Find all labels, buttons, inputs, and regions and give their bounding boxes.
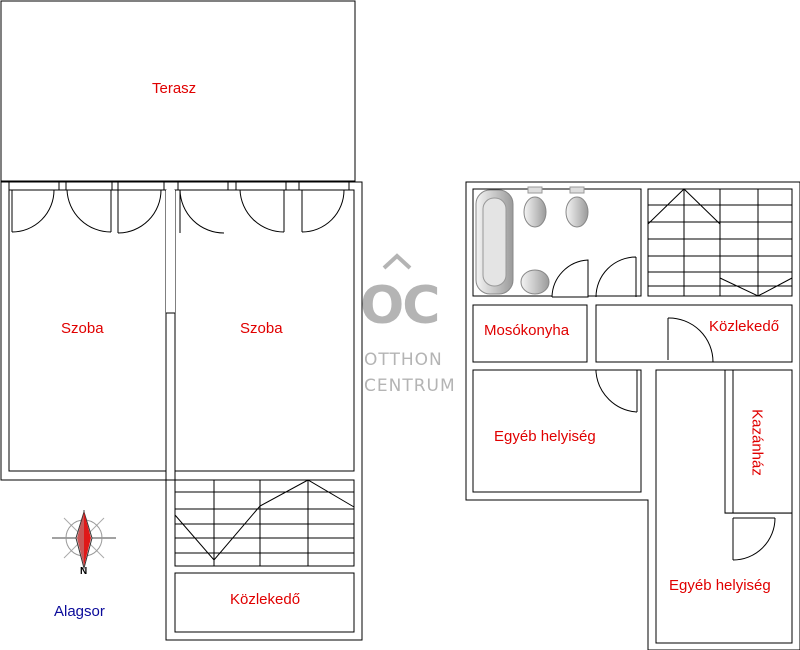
left-stairs [174, 479, 355, 566]
toilet-2 [565, 186, 589, 228]
label-terrace: Terasz [152, 80, 197, 97]
sink [520, 269, 550, 295]
label-room-right: Szoba [240, 320, 283, 337]
label-other-room-2: Egyéb helyiség [669, 577, 771, 594]
terrace-doors [8, 181, 350, 234]
watermark-line2: CENTRUM [364, 376, 456, 396]
watermark-logo: OC [360, 276, 440, 336]
partition-wall [165, 312, 176, 481]
partition-opening [166, 190, 175, 313]
right-stairs [647, 188, 793, 297]
label-corridor-left: Közlekedő [230, 591, 301, 608]
label-other-room-1: Egyéb helyiség [494, 428, 596, 445]
watermark-roof-icon [382, 253, 412, 270]
label-room-left: Szoba [61, 320, 104, 337]
right-block-walls [465, 181, 800, 650]
left-block-walls [0, 181, 363, 641]
floor-name: Alagsor [54, 603, 105, 620]
boiler-partition [724, 369, 734, 514]
compass-north-label: N [80, 566, 88, 577]
label-laundry: Mosókonyha [484, 322, 570, 339]
watermark-line1: OTTHON [364, 350, 443, 370]
bathtub [475, 189, 514, 295]
terrace [0, 0, 356, 182]
right-doors [551, 256, 776, 561]
label-corridor-right: Közlekedő [709, 318, 780, 335]
label-boiler-room: Kazánház [748, 409, 766, 476]
compass-icon [52, 510, 116, 570]
toilet-1 [523, 186, 547, 228]
